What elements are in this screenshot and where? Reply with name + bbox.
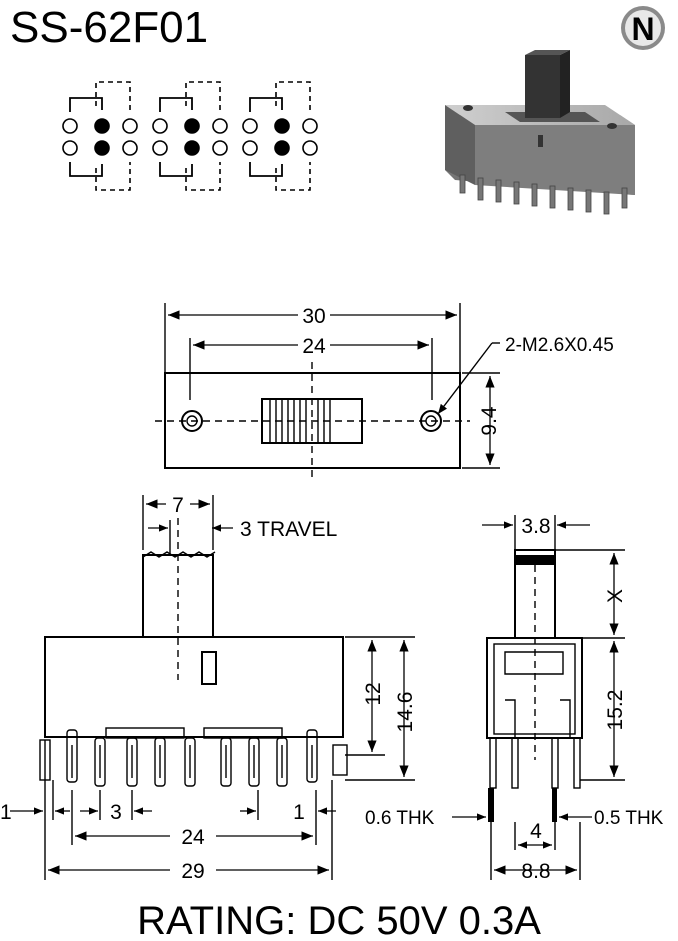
dim-pin-span: 24: [181, 826, 205, 849]
contact-dot: [152, 118, 168, 134]
contact-dot: [274, 118, 290, 134]
contact-dot: [242, 118, 258, 134]
dim-mounting-pitch: 24: [302, 335, 326, 358]
front-view: 7 3 TRAVEL 12 14.6 1: [0, 494, 417, 883]
contact-dot: [122, 118, 138, 134]
contact-link-dashed: [95, 81, 131, 191]
contact-link-solid: [249, 97, 283, 177]
dim-actuator-width: 7: [172, 494, 184, 517]
dim-screw-spec: 2-M2.6X0.45: [505, 335, 614, 356]
contact-dot: [152, 140, 168, 156]
part-number-title: SS-62F01: [10, 3, 208, 52]
dim-body-height: 9.4: [478, 406, 501, 436]
contact-dot: [94, 140, 110, 156]
terminal-pin: [306, 729, 318, 783]
dim-pin-row-spacing: 4: [530, 820, 542, 843]
dim-pin-pitch: 3: [110, 801, 122, 824]
dim-side-gap-right: 1: [293, 801, 305, 824]
contact-dot: [302, 140, 318, 156]
contact-link-dashed: [275, 81, 311, 191]
dim-side-height: 15.2: [604, 690, 627, 731]
contact-dot: [212, 140, 228, 156]
contact-dot: [274, 140, 290, 156]
contact-dot: [62, 140, 78, 156]
terminal-pin: [94, 737, 106, 787]
dim-right-pin-thickness: 0.5 THK: [594, 808, 664, 829]
dim-actuator-thickness: 3.8: [521, 515, 550, 538]
contact-schematic: [62, 81, 318, 191]
contact-dot: [62, 118, 78, 134]
contact-link-solid: [69, 97, 103, 177]
dim-left-pin-thickness: 0.6 THK: [365, 808, 435, 829]
terminal-pin: [66, 729, 78, 783]
side-view: 3.8 X 15.2 0.6 THK 0.5 THK: [365, 515, 664, 883]
contact-dot: [184, 140, 200, 156]
dim-side-width: 8.8: [521, 860, 550, 883]
contact-dot: [184, 118, 200, 134]
dim-actuator-height: X: [604, 589, 627, 603]
dim-terminal-height-12: 12: [362, 682, 385, 705]
switch-product-illustration: [445, 50, 635, 215]
top-view: 30 24 2-M2.6X0.45: [155, 303, 614, 478]
contact-link-dashed: [185, 81, 221, 191]
contact-dot: [242, 140, 258, 156]
dim-terminal-height-14-6: 14.6: [394, 692, 417, 733]
dim-base-length: 29: [181, 860, 204, 883]
brand-logo: N: [621, 6, 665, 50]
brand-logo-letter: N: [631, 11, 654, 47]
terminal-pin: [184, 737, 196, 787]
dim-travel: 3 TRAVEL: [240, 518, 337, 541]
contact-dot: [122, 140, 138, 156]
contact-dot: [94, 118, 110, 134]
contact-link-solid: [159, 97, 193, 177]
contact-dot: [302, 118, 318, 134]
dim-side-gap-left: 1: [0, 801, 12, 824]
dim-overall-length: 30: [302, 305, 325, 328]
rating-label: RATING: DC 50V 0.3A: [137, 899, 541, 941]
contact-dot: [212, 118, 228, 134]
